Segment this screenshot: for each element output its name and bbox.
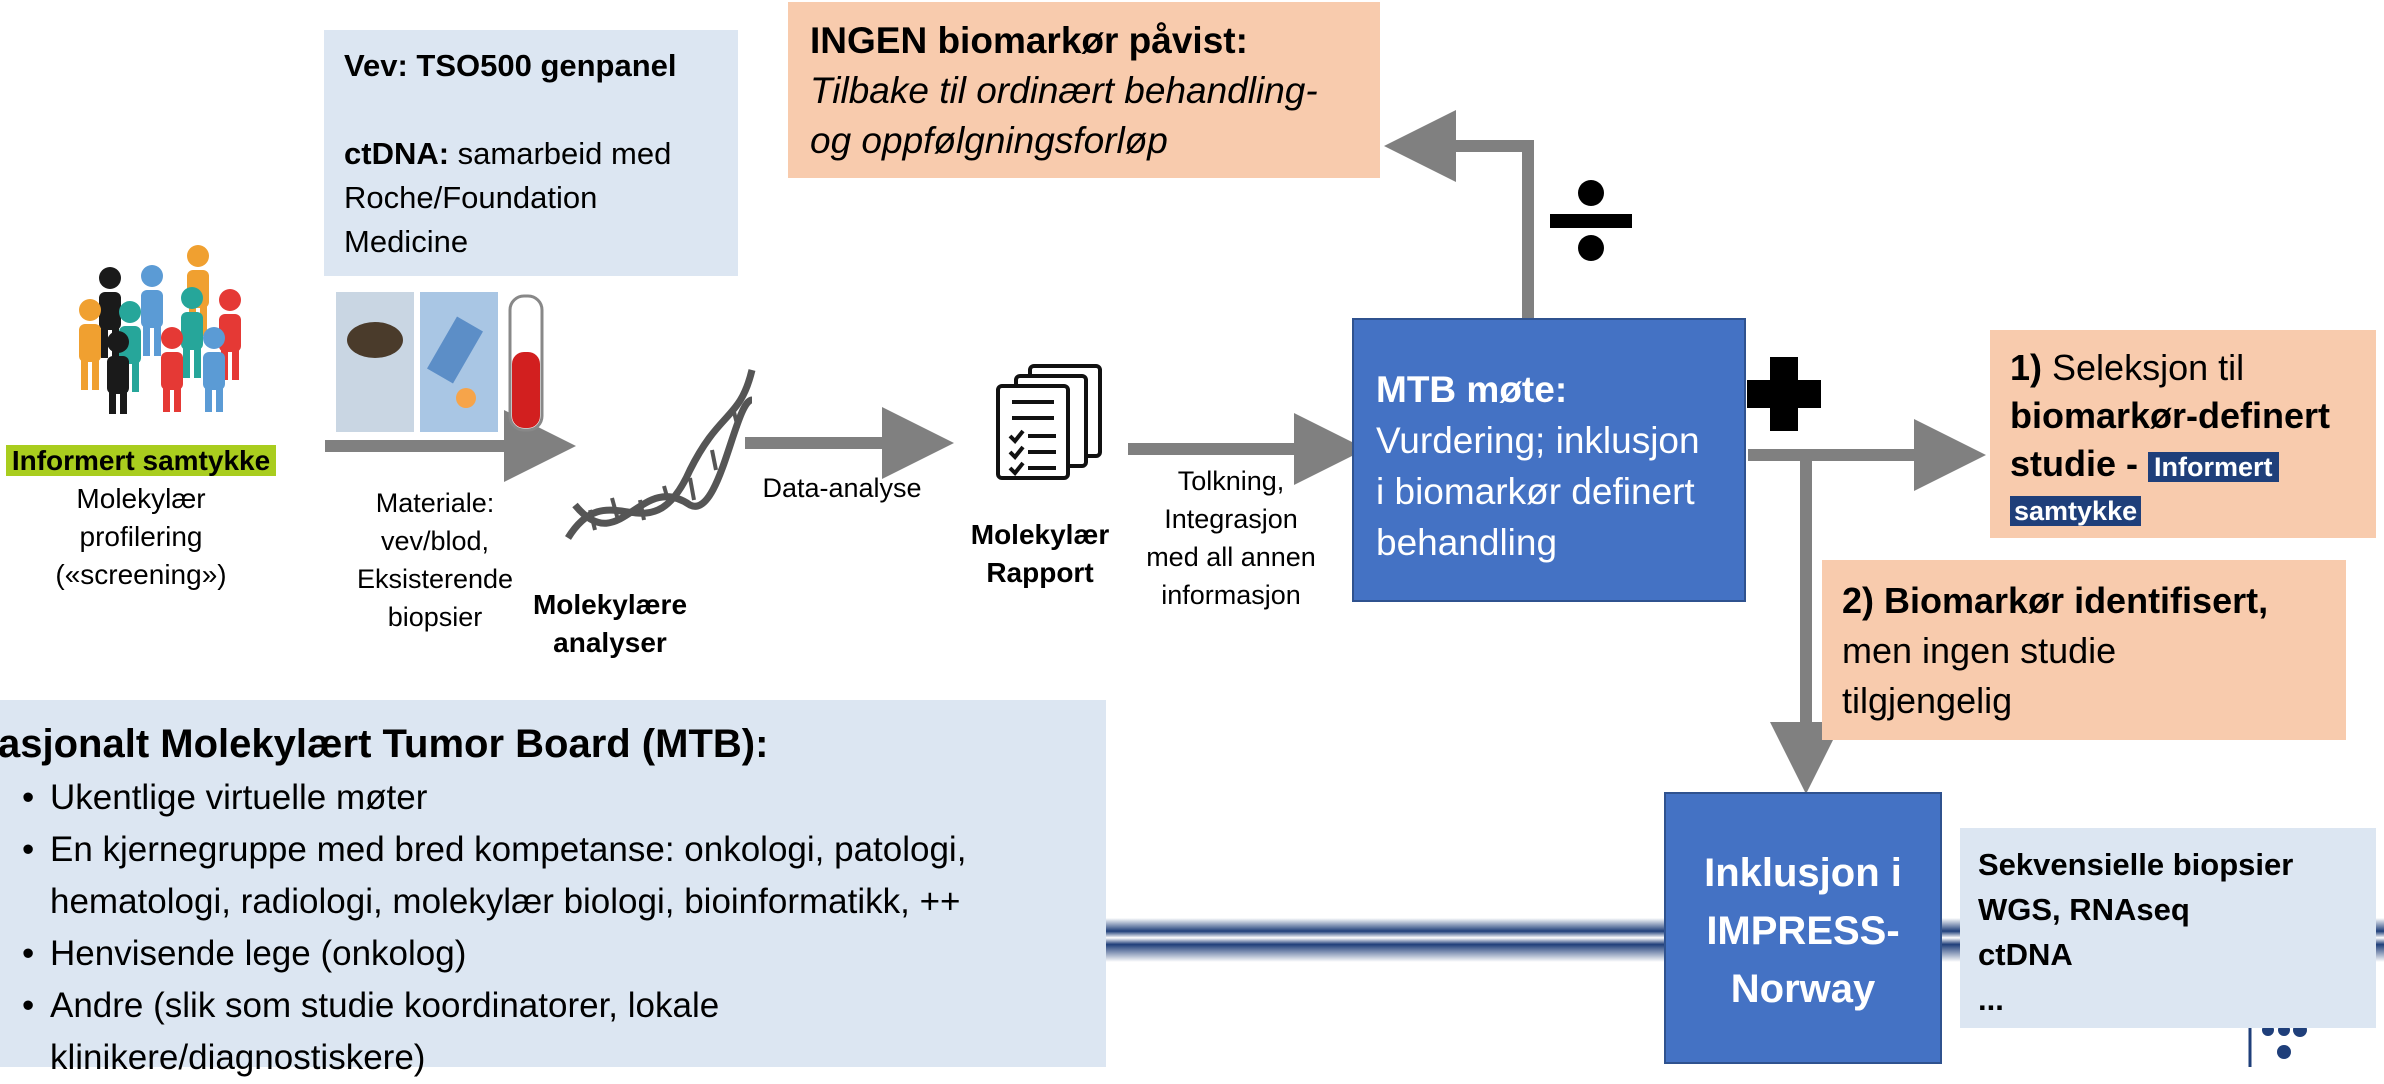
logo-dots-icon bbox=[2262, 1023, 2307, 1059]
impress-norway-box: Inklusjon i IMPRESS- Norway bbox=[1664, 792, 1942, 1064]
report-label: Molekylær Rapport bbox=[970, 519, 1110, 588]
materiale-label: Materiale: vev/blod, Eksisterende biopsi… bbox=[356, 488, 514, 632]
mtb-info-title: asjonalt Molekylært Tumor Board (MTB): bbox=[0, 722, 769, 766]
mtb-meeting-box: MTB møte: Vurdering; inklusjon i biomark… bbox=[1352, 318, 1746, 602]
arrow-mtb-to-ingen bbox=[1384, 110, 1534, 320]
mtb-line-2: i biomarkør definert bbox=[1376, 471, 1695, 512]
ctdna-partner-2: Medicine bbox=[344, 224, 469, 259]
ctdna-line: ctDNA: samarbeid med bbox=[344, 136, 672, 171]
option1-consent-badge-2: samtykke bbox=[2010, 496, 2142, 526]
dna-helix-icon bbox=[565, 369, 756, 540]
vev-title: Vev: TSO500 genpanel bbox=[344, 48, 677, 83]
consent-label-group: Informert samtykke Molekylær profilering… bbox=[2, 442, 280, 594]
consent-line-1: Molekylær bbox=[76, 483, 206, 514]
vev-ctdna-box: Vev: TSO500 genpanel ctDNA: samarbeid me… bbox=[324, 30, 738, 276]
sequential-biopsies-box: Sekvensielle biopsier WGS, RNAseq ctDNA … bbox=[1960, 828, 2376, 1028]
mtb-bullet-1: Ukentlige virtuelle møter bbox=[22, 772, 1106, 824]
molecular-analyses-label: Molekylære analyser bbox=[532, 589, 688, 658]
data-analyse-label: Data-analyse bbox=[762, 473, 922, 503]
report-documents-icon bbox=[996, 364, 1102, 480]
consent-line-3: («screening») bbox=[55, 559, 227, 590]
mtb-bullet-4-cont: klinikere/diagnostiskere) bbox=[50, 1038, 426, 1077]
mtb-info-box: asjonalt Molekylært Tumor Board (MTB): U… bbox=[0, 700, 1106, 1077]
mtb-bullet-2: En kjernegruppe med bred kompetanse: onk… bbox=[22, 824, 1106, 876]
option2-box: 2) Biomarkør identifisert, men ingen stu… bbox=[1822, 560, 2346, 740]
tissue-photo-icon bbox=[336, 292, 498, 432]
ingen-biomarker-box: INGEN biomarkør påvist: Tilbake til ordi… bbox=[788, 2, 1380, 178]
ingen-line-1: Tilbake til ordinært behandling- bbox=[810, 70, 1318, 111]
tolkning-label: Tolkning, Integrasjon med all annen info… bbox=[1146, 466, 1316, 610]
mtb-line-1: Vurdering; inklusjon bbox=[1376, 420, 1700, 461]
blood-tube-icon bbox=[508, 294, 544, 432]
people-group-icon bbox=[79, 245, 241, 414]
plus-sign-icon bbox=[1747, 357, 1821, 431]
option1-consent-badge-1: Informert bbox=[2148, 452, 2279, 482]
ingen-title: INGEN biomarkør påvist: bbox=[810, 20, 1248, 61]
ingen-line-2: og oppfølgningsforløp bbox=[810, 120, 1168, 161]
mtb-bullet-3: Henvisende lege (onkolog) bbox=[22, 928, 1106, 980]
option1-box: 1) Seleksjon til biomarkør-definert stud… bbox=[1990, 330, 2376, 538]
informert-samtykke-badge: Informert samtykke bbox=[5, 445, 277, 476]
consent-line-2: profilering bbox=[79, 521, 203, 552]
divide-sign-icon bbox=[1550, 180, 1632, 261]
mtb-line-3: behandling bbox=[1376, 522, 1558, 563]
ctdna-partner-1: Roche/Foundation bbox=[344, 180, 598, 215]
mtb-bullet-4: Andre (slik som studie koordinatorer, lo… bbox=[22, 980, 1106, 1032]
mtb-title: MTB møte: bbox=[1376, 369, 1568, 410]
mtb-bullet-2-cont: hematologi, radiologi, molekylær biologi… bbox=[50, 882, 961, 921]
